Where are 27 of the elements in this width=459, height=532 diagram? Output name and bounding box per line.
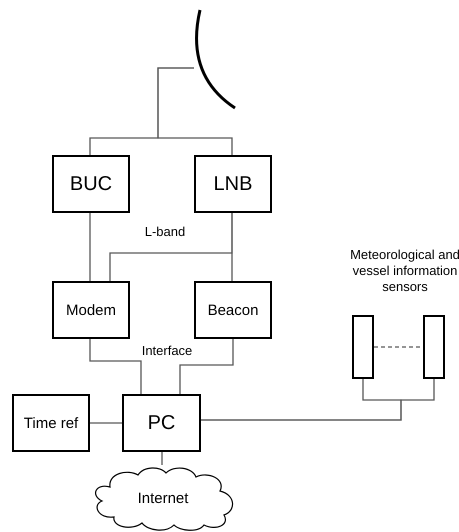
- sensor-box: [352, 315, 374, 379]
- text-label: L-band: [144, 224, 186, 240]
- node-label: Modem: [66, 302, 116, 318]
- node-label: PC: [148, 412, 176, 434]
- sensor-box: [423, 315, 445, 379]
- satellite-dish-drawing: [194, 8, 238, 112]
- process-box: [122, 394, 201, 452]
- connector-line: [161, 452, 163, 465]
- text-label: Interface: [140, 343, 194, 359]
- text-label: Meteorological and vessel information sensors: [350, 247, 459, 295]
- process-box: [52, 281, 130, 339]
- process-box: [194, 155, 272, 213]
- connector-line: [89, 339, 142, 394]
- dashed-connector: [374, 346, 423, 348]
- connector-line: [90, 422, 122, 424]
- connector-line: [179, 339, 234, 394]
- node-label: Time ref: [24, 414, 78, 432]
- node-label: Beacon: [208, 302, 258, 318]
- process-box: [12, 394, 90, 452]
- connector-line: [157, 67, 233, 155]
- process-box: [52, 155, 130, 213]
- process-box: [194, 281, 272, 339]
- node-label: LNB: [214, 172, 252, 196]
- node-label: BUC: [70, 172, 112, 196]
- node-label: Internet: [138, 490, 188, 506]
- connector-line: [109, 213, 233, 281]
- connector-line: [89, 213, 91, 281]
